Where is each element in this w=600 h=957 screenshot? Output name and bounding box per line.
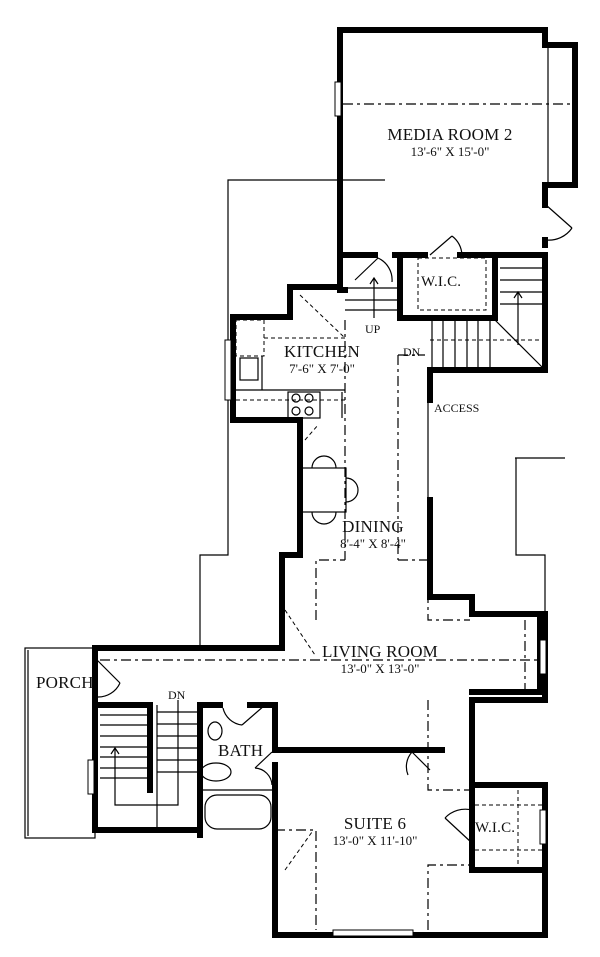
stair-up-label: UP [365, 322, 381, 336]
room-dimensions: 13'-6" X 15'-0" [410, 143, 490, 159]
room-dining: DINING 8'-4" X 8'-4" [318, 517, 428, 551]
room-media-room-2: MEDIA ROOM 2 13'-6" X 15'-0" [355, 125, 545, 159]
outline-lines [199, 179, 565, 648]
room-name: KITCHEN [284, 342, 360, 361]
room-suite-6: SUITE 6 13'-0" X 11'-10" [305, 814, 445, 848]
stair-down-label-upper: DN [403, 345, 421, 359]
room-wic-upper: W.I.C. [421, 274, 462, 290]
room-porch: PORCH [36, 673, 94, 692]
room-living-room: LIVING ROOM 13'-0" X 13'-0" [310, 642, 450, 676]
upper-stairs [345, 257, 545, 370]
room-dimensions: 13'-0" X 11'-10" [332, 832, 418, 848]
suite-walls [272, 747, 548, 938]
room-name: MEDIA ROOM 2 [387, 125, 513, 144]
room-dimensions: 7'-6" X 7'-0" [289, 360, 355, 376]
media-room-walls [334, 27, 578, 373]
room-kitchen: KITCHEN 7'-6" X 7'-0" [262, 342, 382, 376]
upper-wic [417, 235, 487, 311]
room-name: DINING [342, 517, 404, 536]
room-dimensions: 8'-4" X 8'-4" [340, 535, 406, 551]
access-label: ACCESS [434, 401, 480, 415]
stair-down-label-lower: DN [168, 688, 186, 702]
dining-walls [301, 320, 543, 695]
room-name: SUITE 6 [343, 814, 407, 833]
room-wic-lower: W.I.C. [475, 820, 516, 836]
room-dimensions: 13'-0" X 13'-0" [340, 660, 420, 676]
kitchen-walls [224, 284, 346, 651]
room-bath: BATH [218, 741, 264, 760]
room-name: LIVING ROOM [322, 642, 438, 661]
lower-walls [24, 609, 548, 839]
